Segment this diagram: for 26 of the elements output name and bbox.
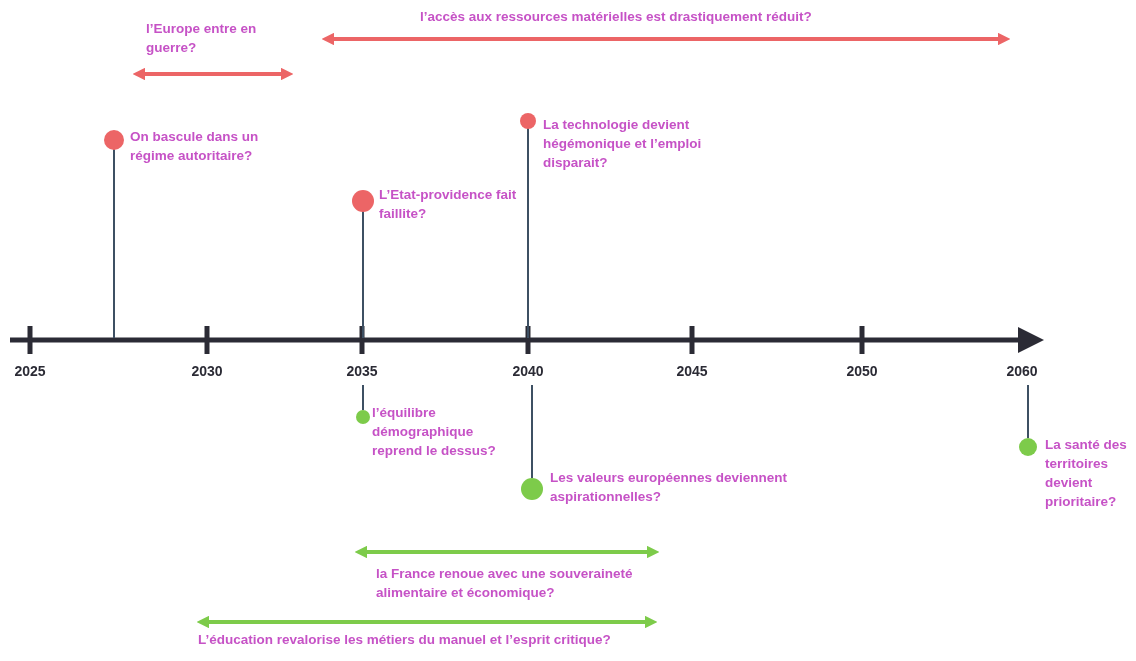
pin-stem <box>1027 384 1029 439</box>
event-label: On bascule dans un régime autoritaire? <box>130 128 260 165</box>
pin-stem <box>362 384 364 411</box>
period-label: l’Europe entre en guerre? <box>146 20 258 57</box>
year-label: 2035 <box>345 363 379 379</box>
period-label: L’éducation revalorise les métiers du manuel et l’esprit critique? <box>198 631 612 649</box>
event-dot <box>352 190 374 212</box>
event-label: La santé des territoires devient prioritaire? <box>1045 436 1128 511</box>
year-label: 2045 <box>675 363 709 379</box>
event-label: La technologie devient hégémonique et l’emploi disparait? <box>543 116 703 172</box>
period-label: la France renoue avec une souveraineté alimentaire et économique? <box>376 565 634 602</box>
year-label: 2040 <box>511 363 545 379</box>
period-label: l’accès aux ressources matérielles est drastiquement réduit? <box>420 8 813 26</box>
event-dot <box>104 130 124 150</box>
event-label: L’Etat-providence fait faillite? <box>379 186 518 223</box>
year-label: 2030 <box>190 363 224 379</box>
event-label: l’équilibre démographique reprend le dessus? <box>372 404 497 460</box>
year-label: 2060 <box>1005 363 1039 379</box>
event-dot <box>1019 438 1037 456</box>
year-label: 2050 <box>845 363 879 379</box>
event-dot <box>521 478 543 500</box>
event-dot <box>520 113 536 129</box>
event-dot <box>356 410 370 424</box>
pin-stem <box>531 384 533 479</box>
event-label: Les valeurs européennes deviennent aspirationnelles? <box>550 469 789 506</box>
year-label: 2025 <box>13 363 47 379</box>
